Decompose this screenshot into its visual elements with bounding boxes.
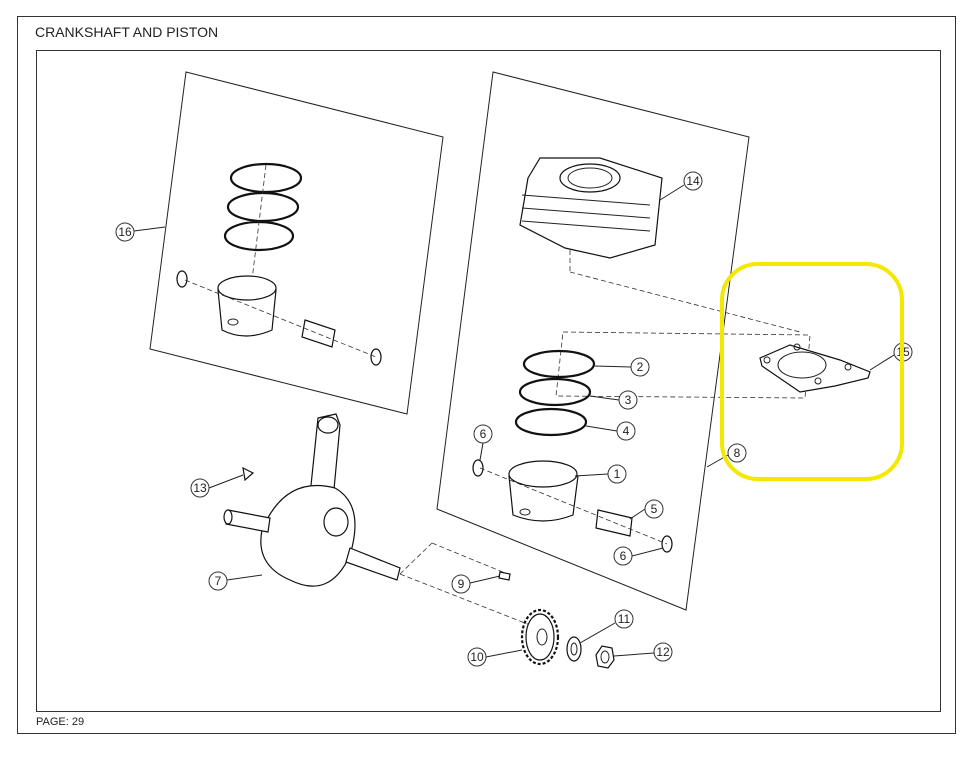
svg-text:16: 16 (118, 225, 132, 239)
piston-1 (472, 459, 673, 553)
piston-rings (514, 349, 596, 437)
key-9 (498, 571, 511, 581)
callout-4[interactable]: 4 (616, 421, 636, 441)
washer-11 (566, 636, 582, 662)
svg-text:5: 5 (651, 502, 658, 516)
gear-10 (520, 608, 560, 666)
page-number: PAGE: 29 (36, 716, 85, 728)
svg-text:1: 1 (614, 467, 621, 481)
svg-text:9: 9 (458, 577, 465, 591)
diagram-frame (36, 50, 941, 712)
svg-text:6: 6 (480, 427, 487, 441)
callout-14[interactable]: 14 (683, 171, 703, 191)
page-frame (17, 16, 956, 734)
svg-text:2: 2 (637, 360, 644, 374)
piston-16 (176, 270, 382, 366)
callout-2[interactable]: 2 (630, 357, 650, 377)
callout-5[interactable]: 5 (644, 499, 664, 519)
svg-text:7: 7 (215, 574, 222, 588)
highlight-box (720, 262, 904, 481)
callout-13[interactable]: 13 (190, 478, 210, 498)
page-title: CRANKSHAFT AND PISTON (35, 24, 219, 40)
callout-11[interactable]: 11 (614, 609, 634, 629)
callout-3[interactable]: 3 (618, 390, 638, 410)
callout-6-upper[interactable]: 6 (473, 424, 493, 444)
leader-lines (133, 184, 895, 658)
svg-text:14: 14 (686, 174, 700, 188)
svg-text:6: 6 (620, 549, 627, 563)
cylinder-kit-panel (436, 71, 750, 611)
svg-text:13: 13 (193, 481, 207, 495)
cylinder-gasket-15 (759, 343, 871, 393)
callout-7[interactable]: 7 (208, 571, 228, 591)
piston-kit-panel (149, 71, 444, 415)
svg-text:3: 3 (625, 393, 632, 407)
gasket-dashed-guide (555, 331, 811, 399)
callout-9[interactable]: 9 (451, 574, 471, 594)
svg-text:11: 11 (618, 612, 631, 626)
nut-12 (595, 645, 615, 669)
svg-text:8: 8 (734, 446, 741, 460)
callout-1[interactable]: 1 (607, 464, 627, 484)
svg-text:12: 12 (656, 645, 670, 659)
svg-text:4: 4 (623, 424, 630, 438)
callout-6-lower[interactable]: 6 (613, 546, 633, 566)
callout-10[interactable]: 10 (467, 647, 487, 667)
callout-8[interactable]: 8 (727, 443, 747, 463)
piston-rings-16 (223, 162, 303, 281)
woodruff-key-13 (242, 466, 255, 482)
callout-12[interactable]: 12 (653, 642, 673, 662)
cylinder-block-14 (519, 157, 801, 333)
callout-16[interactable]: 16 (115, 222, 135, 242)
crankshaft-7 (223, 413, 531, 626)
svg-text:10: 10 (470, 650, 484, 664)
